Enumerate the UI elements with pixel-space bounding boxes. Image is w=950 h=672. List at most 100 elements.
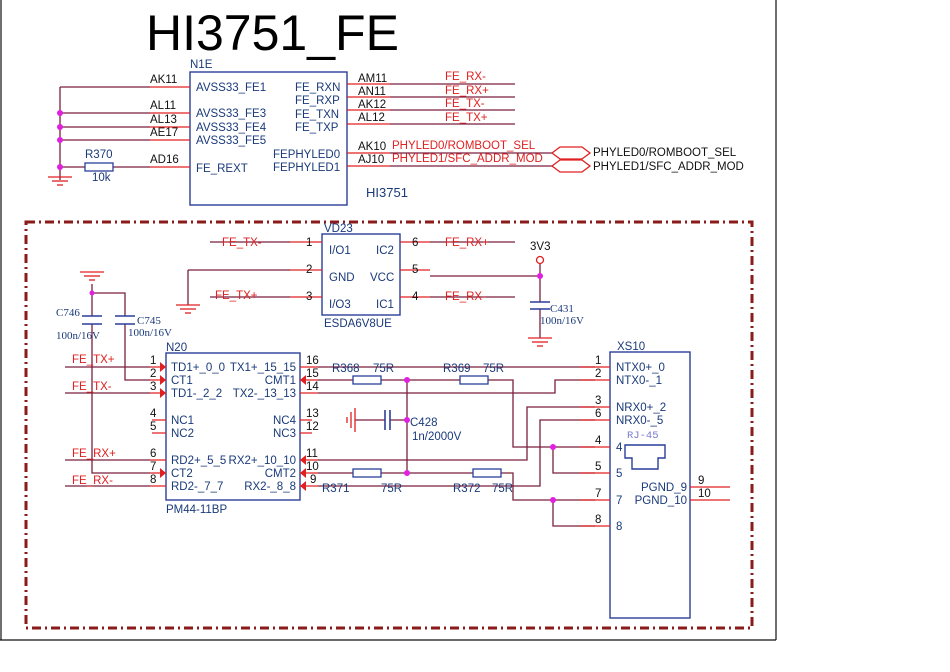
svg-text:AVSS33_FE1: AVSS33_FE1 xyxy=(196,82,266,94)
svg-text:16: 16 xyxy=(306,355,319,367)
svg-text:2: 2 xyxy=(306,264,312,276)
svg-text:FE_TX-: FE_TX- xyxy=(222,237,262,249)
svg-text:AK12: AK12 xyxy=(358,99,386,111)
svg-text:1: 1 xyxy=(306,237,312,249)
svg-text:PHYLED1/SFC_ADDR_MOD: PHYLED1/SFC_ADDR_MOD xyxy=(392,153,543,165)
svg-text:8: 8 xyxy=(616,521,622,533)
svg-text:C745: C745 xyxy=(137,315,161,327)
svg-text:CMT2: CMT2 xyxy=(265,468,296,480)
svg-text:NC1: NC1 xyxy=(171,415,194,427)
svg-text:1: 1 xyxy=(595,355,601,367)
svg-text:AL12: AL12 xyxy=(358,112,385,124)
svg-text:100n/16V: 100n/16V xyxy=(56,330,100,342)
svg-text:PHYLED0/ROMBOOT_SEL: PHYLED0/ROMBOOT_SEL xyxy=(392,140,536,152)
svg-text:N1E: N1E xyxy=(190,59,213,71)
transformer-n20: N20 PM44-11BP FE_TX+ FE_TX- FE_RX+ FE_RX… xyxy=(65,342,319,516)
svg-text:RX2+_10_10: RX2+_10_10 xyxy=(229,455,296,467)
svg-text:4: 4 xyxy=(150,408,157,420)
svg-text:PGND_10: PGND_10 xyxy=(635,495,687,507)
chip-vd23: VD23 ESDA6V8UE FE_TX- FE_TX+ 1 2 3 I/O1 … xyxy=(176,223,584,347)
svg-text:14: 14 xyxy=(306,381,319,393)
svg-text:CT1: CT1 xyxy=(171,375,193,387)
svg-text:5: 5 xyxy=(150,421,156,433)
svg-text:C431: C431 xyxy=(550,303,574,315)
svg-text:10: 10 xyxy=(698,488,711,500)
svg-text:NC2: NC2 xyxy=(171,428,194,440)
svg-text:NC4: NC4 xyxy=(273,415,297,427)
svg-text:FE_RX+: FE_RX+ xyxy=(445,237,489,249)
svg-text:FE_TXP: FE_TXP xyxy=(295,122,339,134)
svg-text:2: 2 xyxy=(150,368,156,380)
svg-text:XS10: XS10 xyxy=(617,341,645,353)
svg-text:2: 2 xyxy=(595,368,601,380)
svg-text:6: 6 xyxy=(595,408,601,420)
svg-text:AVSS33_FE5: AVSS33_FE5 xyxy=(196,135,266,147)
svg-text:NRX0-_5: NRX0-_5 xyxy=(616,415,663,427)
svg-text:100n/16V: 100n/16V xyxy=(128,327,172,339)
svg-text:3: 3 xyxy=(595,395,601,407)
svg-text:IC2: IC2 xyxy=(376,245,394,257)
svg-text:FE_RX+: FE_RX+ xyxy=(72,448,116,460)
resistor-r372 xyxy=(472,468,502,478)
connector-xs10: XS10 1 2 3 6 4 5 7 8 NTX0+_0 NTX0-_1 NRX… xyxy=(580,341,730,619)
svg-text:GND: GND xyxy=(329,272,355,284)
svg-text:3: 3 xyxy=(306,291,312,303)
svg-text:AJ10: AJ10 xyxy=(358,154,384,166)
power-icon xyxy=(535,255,545,265)
svg-text:8: 8 xyxy=(150,474,156,486)
svg-text:AL11: AL11 xyxy=(150,100,176,112)
svg-text:ESDA6V8UE: ESDA6V8UE xyxy=(324,318,392,330)
svg-text:1: 1 xyxy=(150,355,156,367)
svg-text:PGND_9: PGND_9 xyxy=(641,482,687,494)
resistor-r370 xyxy=(84,162,114,172)
svg-text:FE_TX+: FE_TX+ xyxy=(215,290,258,302)
svg-text:CT2: CT2 xyxy=(171,468,193,480)
svg-text:AM11: AM11 xyxy=(358,73,387,85)
resistor-r371 xyxy=(352,468,382,478)
svg-text:8: 8 xyxy=(595,514,601,526)
svg-text:3V3: 3V3 xyxy=(530,241,550,253)
svg-text:HI3751: HI3751 xyxy=(366,185,408,200)
resistor-r369 xyxy=(459,375,489,385)
rj45-icon xyxy=(624,444,666,470)
svg-text:NTX0-_1: NTX0-_1 xyxy=(616,375,662,387)
svg-text:75R: 75R xyxy=(381,483,402,495)
svg-text:NRX0+_2: NRX0+_2 xyxy=(616,402,666,414)
svg-text:TX2-_13_13: TX2-_13_13 xyxy=(233,388,296,400)
svg-text:4: 4 xyxy=(595,435,602,447)
svg-text:AD16: AD16 xyxy=(150,154,179,166)
svg-text:6: 6 xyxy=(412,237,418,249)
svg-text:VD23: VD23 xyxy=(324,223,353,235)
svg-text:75R: 75R xyxy=(373,363,394,375)
svg-text:IC1: IC1 xyxy=(376,299,394,311)
svg-text:PM44-11BP: PM44-11BP xyxy=(166,504,227,516)
svg-text:AL13: AL13 xyxy=(150,114,177,126)
svg-text:AVSS33_FE4: AVSS33_FE4 xyxy=(196,122,267,134)
svg-text:AK10: AK10 xyxy=(358,141,386,153)
svg-text:13: 13 xyxy=(306,408,319,420)
svg-text:C746: C746 xyxy=(56,307,80,319)
chassis-ground-icon xyxy=(346,408,356,432)
port-icon xyxy=(550,146,592,173)
svg-text:9: 9 xyxy=(310,474,316,486)
svg-text:AE17: AE17 xyxy=(150,127,178,139)
svg-text:NTX0+_0: NTX0+_0 xyxy=(616,362,665,374)
svg-text:VCC: VCC xyxy=(370,272,394,284)
svg-text:PHYLED0/ROMBOOT_SEL: PHYLED0/ROMBOOT_SEL xyxy=(593,147,737,159)
svg-text:7: 7 xyxy=(595,488,601,500)
svg-text:FE_RX-: FE_RX- xyxy=(445,291,486,303)
svg-text:12: 12 xyxy=(306,421,319,433)
svg-text:PHYLED1/SFC_ADDR_MOD: PHYLED1/SFC_ADDR_MOD xyxy=(593,161,744,173)
svg-text:R372: R372 xyxy=(453,483,481,495)
svg-text:11: 11 xyxy=(306,448,318,460)
svg-text:100n/16V: 100n/16V xyxy=(540,315,584,327)
svg-text:FE_RXN: FE_RXN xyxy=(295,82,340,94)
svg-text:75R: 75R xyxy=(483,363,504,375)
svg-text:75R: 75R xyxy=(492,483,513,495)
svg-text:N20: N20 xyxy=(166,342,187,354)
svg-text:R370: R370 xyxy=(85,149,113,161)
svg-text:FE_REXT: FE_REXT xyxy=(196,163,248,175)
svg-text:AN11: AN11 xyxy=(358,86,386,98)
svg-text:3: 3 xyxy=(150,381,156,393)
